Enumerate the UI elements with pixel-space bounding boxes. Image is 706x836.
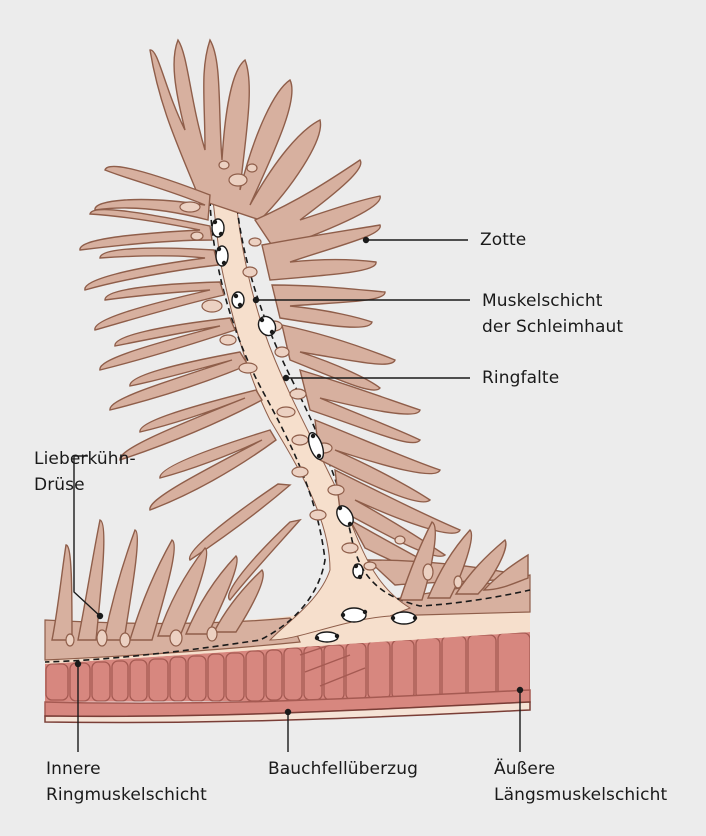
label-ringfalte-text: Ringfalte — [482, 365, 559, 391]
label-muskelschicht-line1: Muskelschicht — [482, 288, 623, 314]
label-lieberkuehn: Lieberkühn- Drüse — [34, 446, 136, 498]
label-innere-line2: Ringmuskelschicht — [46, 782, 207, 808]
label-aeussere-line2: Längsmuskelschicht — [494, 782, 667, 808]
label-aeussere-line1: Äußere — [494, 756, 667, 782]
label-bauchfellueberzug: Bauchfellüberzug — [268, 756, 418, 782]
label-aeussere-laengsmuskelschicht: Äußere Längsmuskelschicht — [494, 756, 667, 808]
label-zotte-text: Zotte — [480, 227, 526, 253]
label-muskelschicht-line2: der Schleimhaut — [482, 314, 623, 340]
label-lieberkuehn-line1: Lieberkühn- — [34, 446, 136, 472]
label-zotte: Zotte — [480, 227, 526, 253]
label-lieberkuehn-line2: Drüse — [34, 472, 136, 498]
label-muskelschicht: Muskelschicht der Schleimhaut — [482, 288, 623, 340]
label-bauchfell-text: Bauchfellüberzug — [268, 756, 418, 782]
villi — [52, 40, 528, 640]
label-ringfalte: Ringfalte — [482, 365, 559, 391]
label-innere-ringmuskelschicht: Innere Ringmuskelschicht — [46, 756, 207, 808]
label-innere-line1: Innere — [46, 756, 207, 782]
